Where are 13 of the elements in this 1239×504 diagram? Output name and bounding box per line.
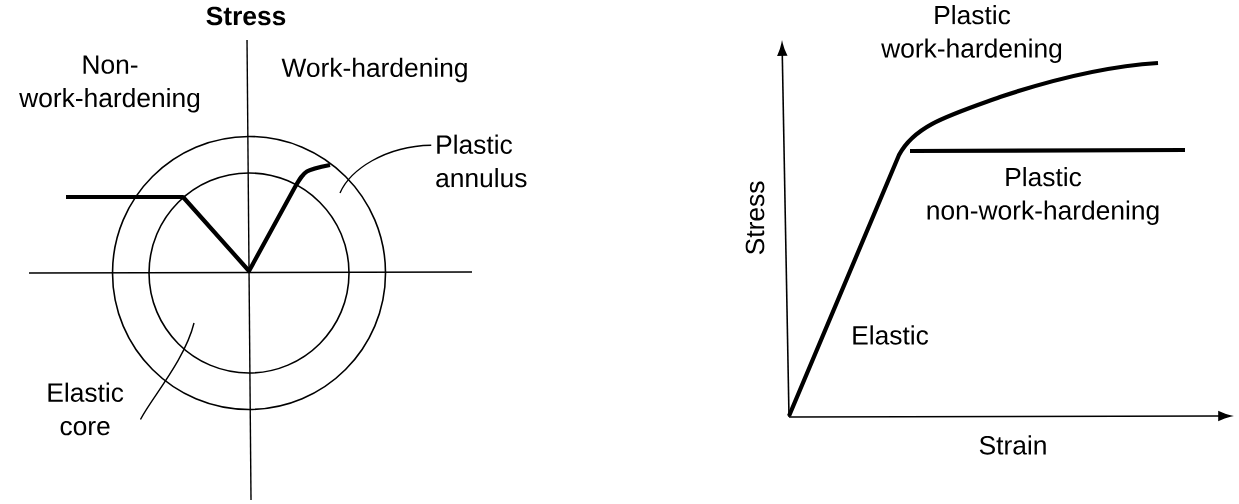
region-label: Work-hardening (281, 57, 467, 83)
callout-text: Plastic annulus (436, 134, 527, 188)
axis-label: Strain (979, 435, 1046, 455)
leader-line (139, 322, 195, 421)
axis-label: Stress (745, 181, 765, 255)
curve-label: Plastic non-work-hardening (927, 167, 1159, 225)
region-label: Non- work-hardening (19, 55, 200, 113)
leader-line (339, 144, 432, 194)
inner-circle (148, 172, 350, 374)
region-label: Elastic (853, 325, 929, 345)
callout-text: Elastic core (48, 382, 124, 436)
axis-label: Stress (206, 6, 286, 26)
curve-label: Plastic work-hardening (881, 5, 1062, 63)
